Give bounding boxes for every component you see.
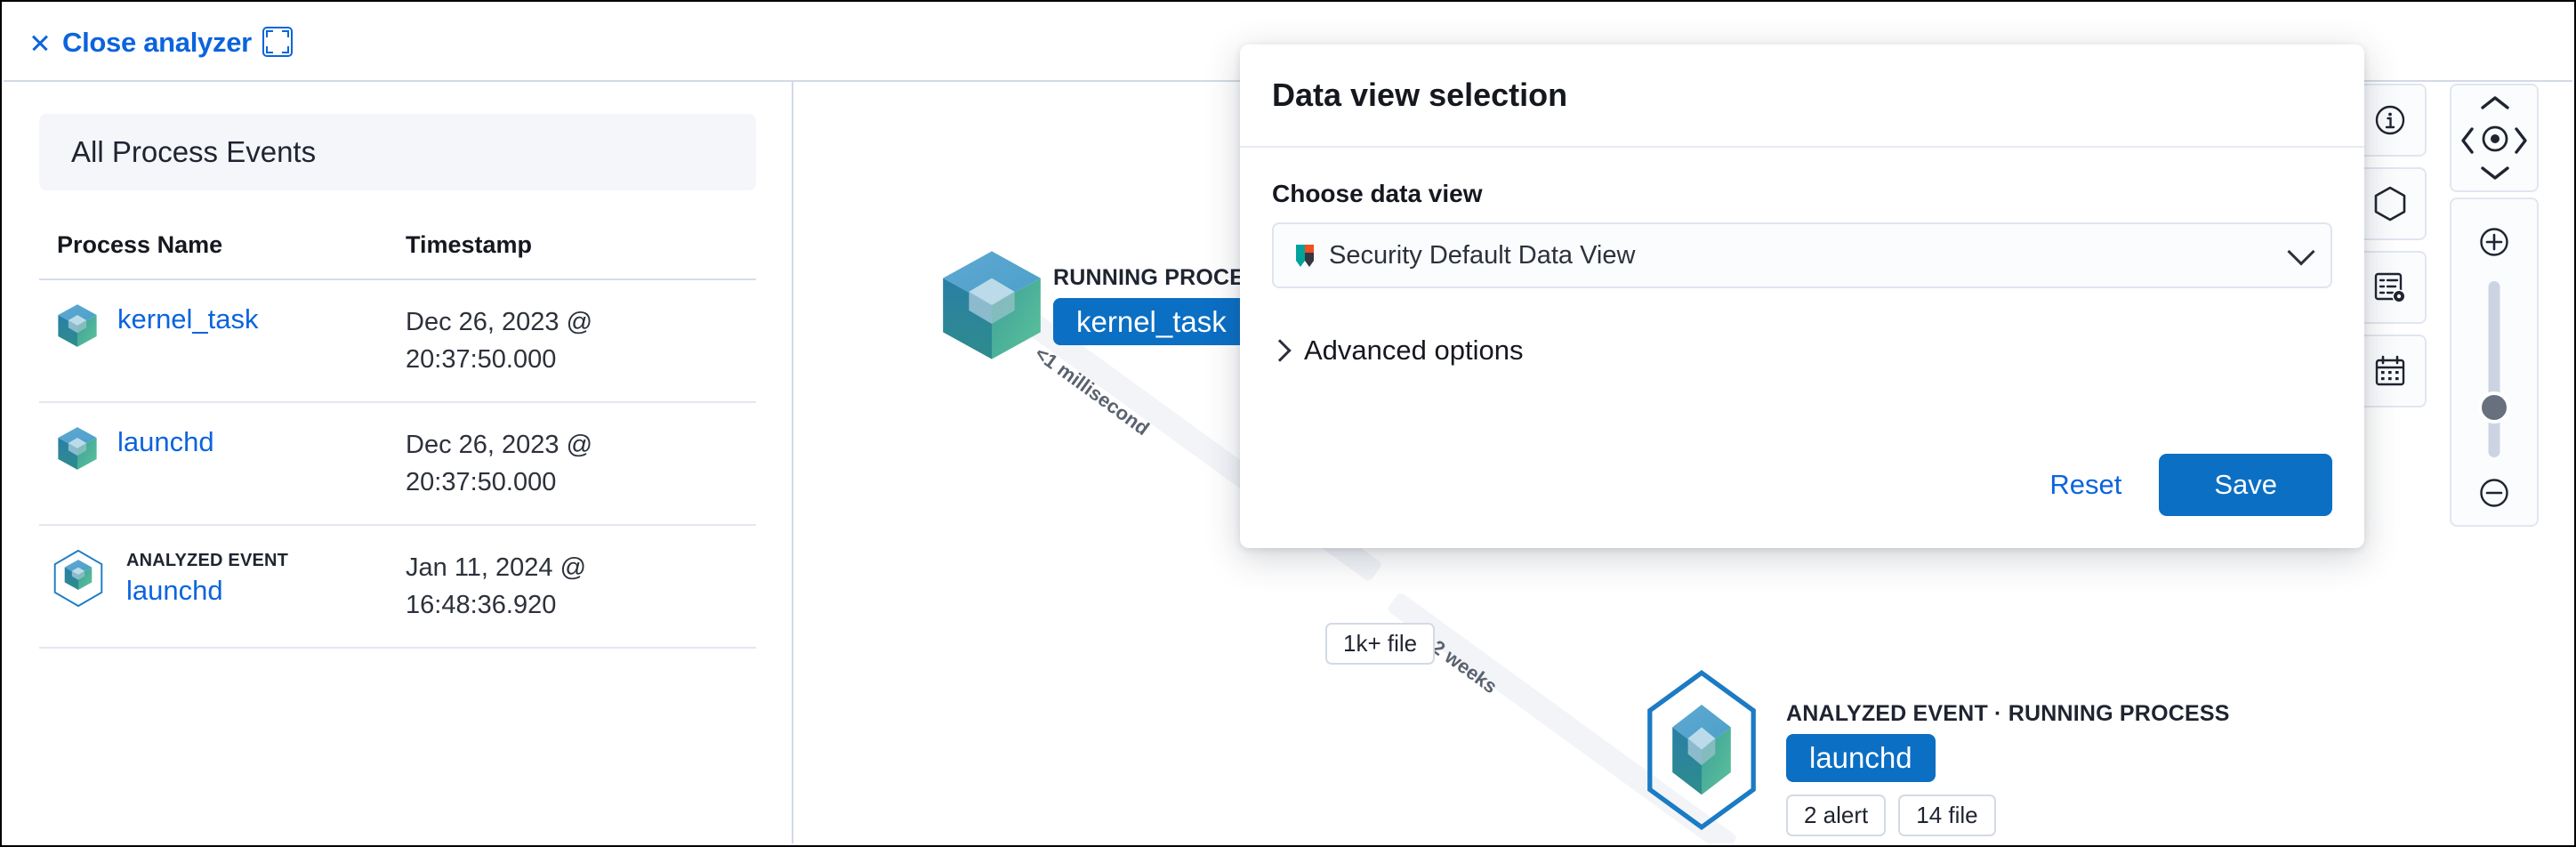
modal-title: Data view selection xyxy=(1272,77,1568,113)
reset-button[interactable]: Reset xyxy=(2049,469,2122,500)
cell-process-name: ANALYZED EVENT launchd xyxy=(39,525,406,649)
advanced-options-label: Advanced options xyxy=(1304,335,1524,366)
process-cube-icon xyxy=(57,426,98,471)
timestamp-value: Jan 11, 2024 @ 16:48:36.920 xyxy=(406,553,587,620)
center-target-icon xyxy=(2482,125,2508,152)
choose-data-view-label: Choose data view xyxy=(1272,180,1483,207)
pan-control-pad xyxy=(2450,84,2539,192)
zoom-slider-thumb[interactable] xyxy=(2478,391,2510,424)
data-view-select[interactable]: Security Default Data View xyxy=(1272,222,2332,288)
graph-navigation-rail xyxy=(2450,84,2539,527)
cell-process-name: kernel_task xyxy=(39,279,406,404)
process-events-table: Process Name Timestamp xyxy=(39,231,756,649)
timestamp-value: Dec 26, 2023 @ 20:37:50.000 xyxy=(406,308,593,375)
edge-file-badge[interactable]: 1k+ file xyxy=(1325,623,1436,665)
chevron-up-icon xyxy=(2481,96,2509,109)
node-legend-button[interactable] xyxy=(2354,167,2427,240)
save-button[interactable]: Save xyxy=(2159,454,2332,516)
pan-up-button[interactable] xyxy=(2479,94,2511,112)
page-title: All Process Events xyxy=(71,135,317,168)
process-name-link[interactable]: launchd xyxy=(117,426,214,458)
analyzed-process-cube-icon xyxy=(50,549,107,608)
plus-circle-icon xyxy=(2480,228,2508,256)
data-view-selection-modal: Data view selection Choose data view Sec… xyxy=(1240,44,2364,548)
chevron-right-icon xyxy=(2515,127,2527,154)
cell-timestamp: Dec 26, 2023 @ 20:37:50.000 xyxy=(406,402,756,527)
security-shield-icon xyxy=(1293,242,1316,269)
table-row[interactable]: ANALYZED EVENT launchd Jan 11, 2024 @ 16… xyxy=(39,525,756,649)
graph-node-name-pill[interactable]: kernel_task xyxy=(1053,297,1250,346)
cell-process-name: launchd xyxy=(39,402,406,527)
table-header-row: Process Name Timestamp xyxy=(39,231,756,280)
modal-body: Choose data view Security Default Data V… xyxy=(1240,148,2364,367)
hexagon-icon xyxy=(2374,186,2406,222)
process-cube-icon xyxy=(57,303,98,348)
column-header-process-name: Process Name xyxy=(39,231,406,280)
graph-tool-rail xyxy=(2354,84,2427,418)
table-row[interactable]: launchd Dec 26, 2023 @ 20:37:50.000 xyxy=(39,402,756,527)
panel-title-box: All Process Events xyxy=(39,114,756,190)
chevron-left-icon xyxy=(2461,127,2474,154)
schema-settings-button[interactable] xyxy=(2354,251,2427,324)
chevron-down-icon xyxy=(2287,238,2315,266)
process-name-link[interactable]: kernel_task xyxy=(117,303,259,335)
zoom-slider[interactable] xyxy=(2488,281,2500,457)
cell-timestamp: Dec 26, 2023 @ 20:37:50.000 xyxy=(406,279,756,404)
info-circle-icon xyxy=(2375,105,2405,135)
chevron-right-icon xyxy=(1268,339,1292,362)
close-analyzer-label: Close analyzer xyxy=(62,26,252,58)
timestamp-value: Dec 26, 2023 @ 20:37:50.000 xyxy=(406,431,593,497)
zoom-in-button[interactable] xyxy=(2476,224,2512,260)
zoom-out-button[interactable] xyxy=(2476,475,2512,511)
data-view-selected-value: Security Default Data View xyxy=(1329,240,1636,270)
calendar-icon xyxy=(2375,355,2405,386)
pan-right-button[interactable] xyxy=(2512,126,2530,155)
close-icon xyxy=(30,32,50,52)
cell-timestamp: Jan 11, 2024 @ 16:48:36.920 xyxy=(406,525,756,649)
chevron-down-icon xyxy=(2481,166,2509,180)
list-settings-icon xyxy=(2374,272,2406,303)
zoom-control xyxy=(2450,198,2539,527)
node-alert-badge[interactable]: 2 alert xyxy=(1786,794,1887,836)
info-button[interactable] xyxy=(2354,84,2427,157)
status-badge: ANALYZED EVENT xyxy=(126,551,289,571)
close-analyzer-button[interactable]: Close analyzer xyxy=(30,28,252,56)
advanced-options-toggle[interactable]: Advanced options xyxy=(1268,335,2332,367)
table-row[interactable]: kernel_task Dec 26, 2023 @ 20:37:50.000 xyxy=(39,279,756,404)
pan-down-button[interactable] xyxy=(2479,164,2511,182)
modal-header: Data view selection xyxy=(1240,44,2364,148)
date-picker-button[interactable] xyxy=(2354,335,2427,407)
column-header-timestamp: Timestamp xyxy=(406,231,756,280)
graph-node-kind: ANALYZED EVENT · RUNNING PROCESS xyxy=(1786,701,2230,726)
process-cube-icon xyxy=(939,249,1044,361)
fullscreen-icon[interactable] xyxy=(262,27,293,57)
minus-circle-icon xyxy=(2480,479,2508,507)
graph-node-kernel-task[interactable]: RUNNING PROCESS kernel_task xyxy=(939,249,1275,361)
pan-left-button[interactable] xyxy=(2459,126,2476,155)
process-events-panel: All Process Events Process Name Timestam… xyxy=(4,82,793,843)
graph-node-launchd[interactable]: ANALYZED EVENT · RUNNING PROCESS launchd… xyxy=(1647,669,2230,836)
process-name-link[interactable]: launchd xyxy=(126,575,223,607)
center-graph-button[interactable] xyxy=(2480,124,2510,154)
analyzed-process-cube-icon xyxy=(1626,669,1777,831)
graph-node-kind: RUNNING PROCESS xyxy=(1053,264,1275,290)
graph-node-name-pill[interactable]: launchd xyxy=(1786,734,1936,782)
node-file-badge[interactable]: 14 file xyxy=(1898,794,1996,836)
modal-footer: Reset Save xyxy=(2049,454,2332,516)
